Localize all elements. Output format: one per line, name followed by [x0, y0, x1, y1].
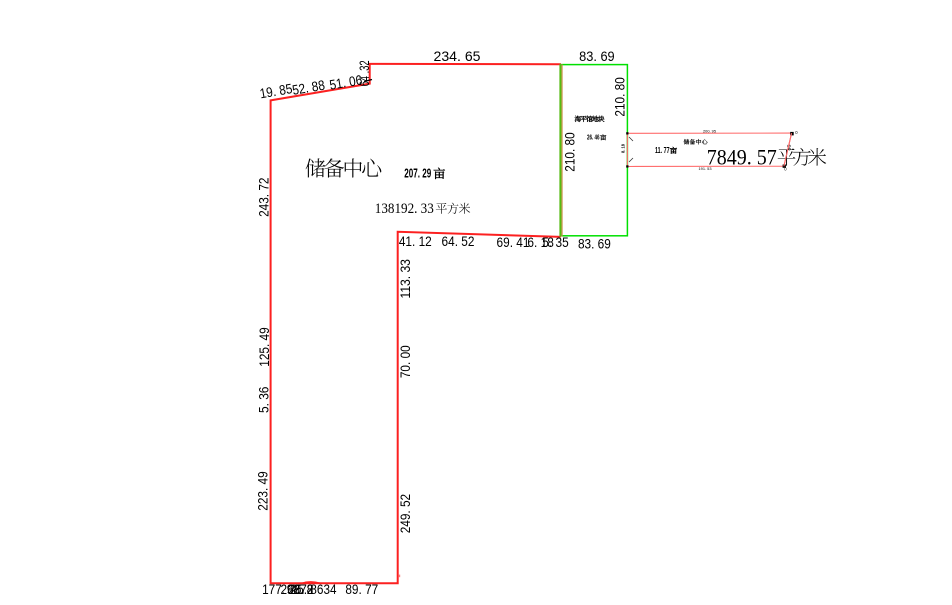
svg-text:51. 06: 51. 06	[328, 72, 363, 92]
svg-text:19. 85: 19. 85	[259, 81, 294, 101]
svg-text:8. 18: 8. 18	[621, 144, 626, 153]
svg-text:234. 65: 234. 65	[434, 49, 481, 64]
svg-text:249. 52: 249. 52	[398, 494, 413, 533]
svg-text:125. 49: 125. 49	[257, 327, 272, 367]
svg-text:83. 69: 83. 69	[579, 49, 615, 64]
svg-text:113. 33: 113. 33	[398, 259, 413, 299]
svg-text:11. 77: 11. 77	[655, 146, 670, 155]
svg-text:64 .32: 64 .32	[357, 60, 372, 86]
svg-text:70. 00: 70. 00	[398, 345, 413, 378]
svg-text:83. 69: 83. 69	[578, 236, 611, 251]
svg-text:2. 2: 2. 2	[294, 582, 314, 597]
svg-text:210. 80: 210. 80	[562, 132, 577, 172]
svg-text:85: 85	[787, 144, 792, 151]
svg-text:26. 46: 26. 46	[587, 133, 600, 142]
svg-text:52. 88: 52. 88	[291, 78, 326, 98]
svg-text:64. 52: 64. 52	[442, 234, 475, 249]
svg-text:6. 18: 6. 18	[527, 235, 554, 250]
svg-text:243. 72: 243. 72	[257, 177, 272, 216]
svg-text:69. 41: 69. 41	[497, 235, 530, 250]
svg-text:5. 36: 5. 36	[257, 386, 272, 413]
svg-text:223. 49: 223. 49	[255, 471, 270, 511]
svg-text:0: 0	[784, 166, 787, 171]
svg-text:0: 0	[795, 130, 798, 135]
svg-text:7849. 57: 7849. 57	[707, 145, 777, 170]
svg-text:138192. 33: 138192. 33	[375, 201, 434, 217]
svg-text:34: 34	[324, 582, 337, 597]
svg-text:210. 80: 210. 80	[612, 77, 627, 117]
svg-text:25. 86: 25. 86	[291, 582, 324, 597]
svg-text:177. 26: 177. 26	[262, 582, 302, 597]
svg-text:207. 29: 207. 29	[404, 166, 431, 180]
svg-text:41. 12: 41. 12	[399, 234, 432, 249]
svg-text:26. 72: 26. 72	[281, 582, 314, 597]
svg-text:98. 8: 98. 8	[287, 582, 314, 597]
svg-text:200. 95: 200. 95	[703, 128, 717, 133]
svg-text:89. 77: 89. 77	[345, 582, 378, 597]
svg-text:191. 53: 191. 53	[699, 166, 713, 171]
svg-text:5. 35: 5. 35	[542, 235, 569, 250]
